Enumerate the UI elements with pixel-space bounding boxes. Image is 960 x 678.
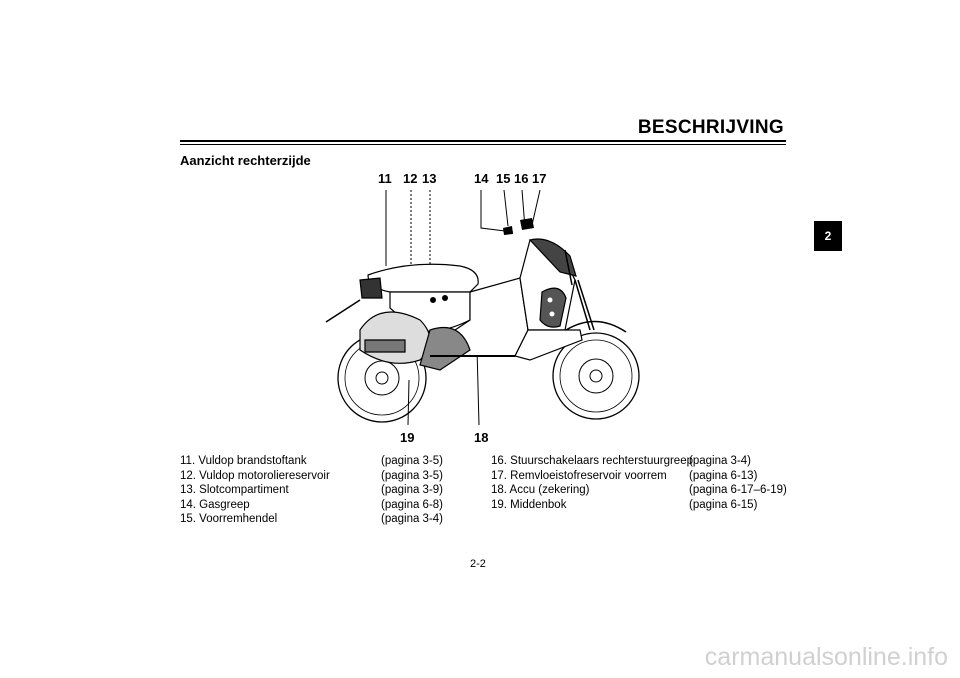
legend-item: 18. Accu (zekering) (pagina 6-17–6-19) (491, 483, 787, 498)
callout-19: 19 (400, 430, 415, 445)
legend-label: 17. Remvloeistofreservoir voorrem (491, 469, 667, 482)
section-title: Aanzicht rechterzijde (180, 153, 311, 168)
legend-label: 19. Middenbok (491, 498, 567, 511)
callout-17: 17 (532, 171, 547, 186)
legend-item: 15. Voorremhendel (pagina 3-4) (180, 512, 443, 527)
legend-ref: (pagina 6-8) (381, 498, 444, 511)
page-number: 2-2 (470, 558, 486, 570)
legend-label: 12. Vuldop motoroliereservoir (180, 469, 330, 482)
watermark: carmanualsonline.info (704, 643, 948, 671)
legend-ref: (pagina 6-17–6-19) (689, 484, 787, 496)
legend-ref: (pagina 6-13) (689, 469, 758, 482)
callout-16: 16 (514, 171, 529, 186)
legend-label: 13. Slotcompartiment (180, 484, 289, 496)
legend-item: 14. Gasgreep (pagina 6-8) (180, 498, 443, 513)
chapter-tab: 2 (814, 221, 842, 251)
legend-item: 12. Vuldop motoroliereservoir (pagina 3-5… (180, 469, 443, 484)
header-rule-thin (180, 144, 786, 145)
callout-13: 13 (422, 171, 437, 186)
callout-11: 11 (378, 171, 392, 186)
legend-right: 16. Stuurschakelaars rechterstuurgreep(p… (491, 454, 787, 512)
legend-label: 15. Voorremhendel (180, 513, 278, 525)
legend-item: 17. Remvloeistofreservoir voorrem (pagina… (491, 469, 787, 484)
scooter-illustration (325, 189, 640, 426)
callout-14: 14 (474, 171, 489, 186)
legend-ref: (pagina 3-9) (381, 484, 444, 496)
legend-label: 14. Gasgreep (180, 498, 250, 511)
legend-ref: (pagina 3-4) (689, 455, 752, 467)
legend-left: 11. Vuldop brandstoftank (pagina 3-5) 12.… (180, 454, 443, 527)
legend-label: 18. Accu (zekering) (491, 484, 590, 496)
legend-ref: (pagina 6-15) (689, 498, 758, 511)
callout-18: 18 (474, 430, 489, 445)
legend-item: 16. Stuurschakelaars rechterstuurgreep(p… (491, 454, 787, 469)
legend-label: 11. Vuldop brandstoftank (180, 455, 307, 467)
callout-15: 15 (496, 171, 511, 186)
legend-item: 11. Vuldop brandstoftank (pagina 3-5) (180, 454, 443, 469)
callout-12: 12 (403, 171, 418, 186)
legend-label: 16. Stuurschakelaars rechterstuurgreep (491, 455, 693, 467)
header-rule (180, 140, 786, 142)
page-header-title: BESCHRIJVING (637, 117, 784, 138)
legend-item: 19. Middenbok (pagina 6-15) (491, 498, 787, 513)
legend-ref: (pagina 3-4) (381, 513, 444, 525)
legend-item: 13. Slotcompartiment (pagina 3-9) (180, 483, 443, 498)
legend-ref: (pagina 3-5) (381, 469, 444, 482)
legend-ref: (pagina 3-5) (381, 455, 444, 467)
